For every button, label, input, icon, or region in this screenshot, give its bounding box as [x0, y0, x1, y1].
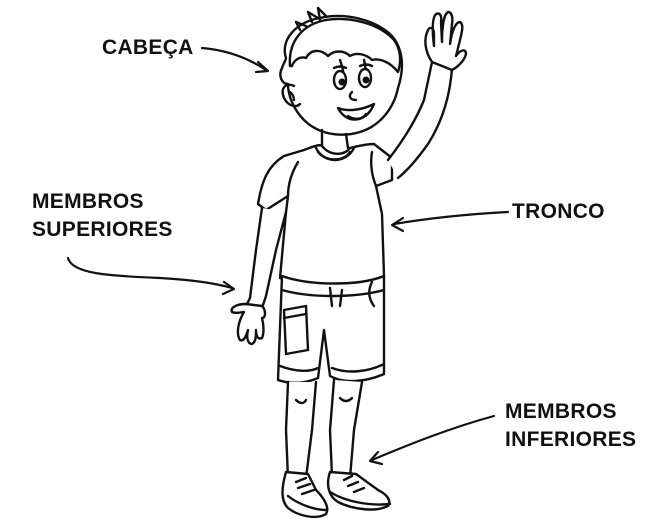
raised-arm-drawing: [386, 10, 468, 180]
arrow-head-label: [200, 46, 268, 72]
label-lower-limbs-line2: INFERIORES: [505, 428, 637, 451]
legs-drawing: [284, 378, 364, 480]
label-lower-limbs: MEMBROS INFERIORES: [505, 398, 636, 454]
label-trunk: TRONCO: [512, 198, 605, 226]
label-upper-limbs: MEMBROS SUPERIORES: [32, 188, 173, 244]
shoes-drawing: [281, 470, 392, 519]
label-head-text: CABEÇA: [102, 36, 194, 59]
arrow-upper-limbs-label: [66, 256, 234, 290]
arrow-lower-limbs-label: [370, 414, 496, 462]
arrow-trunk-label: [392, 210, 510, 226]
label-upper-limbs-line1: MEMBROS: [32, 190, 144, 213]
label-trunk-text: TRONCO: [512, 200, 605, 223]
label-lower-limbs-line1: MEMBROS: [505, 400, 617, 423]
label-head: CABEÇA: [102, 34, 194, 62]
torso-drawing: [256, 128, 394, 285]
arrows: [66, 46, 510, 466]
label-upper-limbs-line2: SUPERIORES: [32, 218, 173, 241]
lowered-arm-drawing: [230, 206, 288, 346]
shorts-drawing: [276, 274, 386, 384]
head-drawing: [279, 6, 404, 136]
